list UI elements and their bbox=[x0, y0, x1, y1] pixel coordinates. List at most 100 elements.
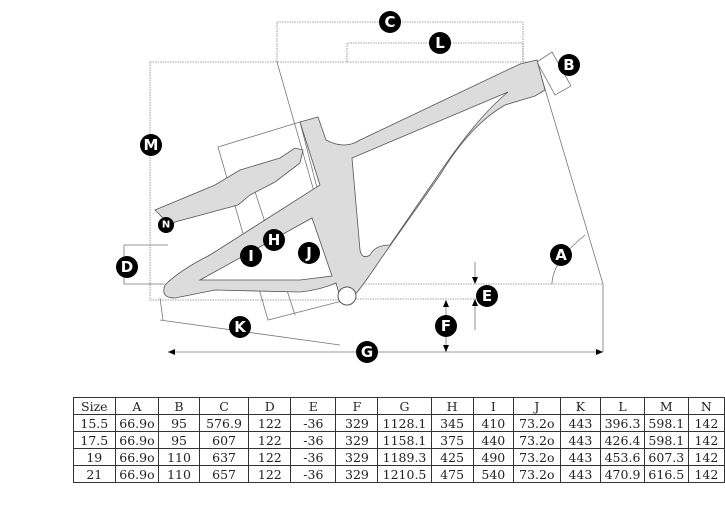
column-header: C bbox=[198, 397, 250, 415]
table-cell: 375 bbox=[430, 431, 474, 449]
table-cell: 607.3 bbox=[643, 448, 689, 466]
column-header: H bbox=[430, 397, 474, 415]
column-header: L bbox=[600, 397, 645, 415]
table-cell: 66.9o bbox=[114, 465, 160, 483]
svg-text:C: C bbox=[384, 13, 395, 31]
table-cell: 73.2o bbox=[513, 431, 561, 449]
table-cell: -36 bbox=[290, 431, 337, 449]
svg-text:F: F bbox=[441, 317, 451, 335]
svg-text:A: A bbox=[555, 246, 567, 264]
table-cell: 66.9o bbox=[114, 414, 160, 432]
table-cell: 329 bbox=[335, 431, 379, 449]
table-cell: 66.9o bbox=[114, 448, 160, 466]
table-cell: 475 bbox=[430, 465, 474, 483]
table-cell: 122 bbox=[248, 414, 292, 432]
badge-d: D bbox=[116, 256, 138, 278]
table-cell: 425 bbox=[430, 448, 474, 466]
table-cell: 15.5 bbox=[73, 414, 116, 432]
table-cell: 66.9o bbox=[114, 431, 160, 449]
table-cell: 637 bbox=[198, 448, 250, 466]
table-cell: 122 bbox=[248, 431, 292, 449]
badge-g: G bbox=[356, 341, 378, 363]
table-cell: 598.1 bbox=[643, 431, 689, 449]
table-cell: 142 bbox=[687, 448, 725, 466]
table-cell: 1128.1 bbox=[377, 414, 432, 432]
svg-text:M: M bbox=[144, 136, 159, 154]
table-cell: 329 bbox=[335, 448, 379, 466]
badge-i: I bbox=[240, 245, 262, 267]
table-cell: 1210.5 bbox=[377, 465, 432, 483]
table-cell: 329 bbox=[335, 465, 379, 483]
column-header: G bbox=[377, 397, 432, 415]
table-cell: 345 bbox=[430, 414, 474, 432]
table-cell: 443 bbox=[559, 448, 602, 466]
svg-text:D: D bbox=[121, 258, 133, 276]
svg-text:J: J bbox=[305, 244, 312, 262]
table-cell: 73.2o bbox=[513, 448, 561, 466]
table-cell: 17.5 bbox=[73, 431, 116, 449]
badge-h: H bbox=[263, 229, 285, 251]
svg-text:E: E bbox=[482, 287, 492, 305]
table-cell: 453.6 bbox=[600, 448, 645, 466]
column-header: K bbox=[559, 397, 602, 415]
table-cell: 122 bbox=[248, 448, 292, 466]
table-cell: -36 bbox=[290, 465, 337, 483]
table-cell: -36 bbox=[290, 414, 337, 432]
table-cell: 443 bbox=[559, 414, 602, 432]
badge-l: L bbox=[429, 32, 451, 54]
table-cell: 1189.3 bbox=[377, 448, 432, 466]
table-cell: 540 bbox=[472, 465, 515, 483]
frame-geometry-diagram: C L B M N H I J A D E F K G bbox=[116, 11, 604, 363]
badge-c: C bbox=[379, 11, 401, 33]
table-cell: 490 bbox=[472, 448, 515, 466]
table-cell: 443 bbox=[559, 465, 602, 483]
table-cell: 443 bbox=[559, 431, 602, 449]
table-cell: 470.9 bbox=[600, 465, 645, 483]
table-cell: 21 bbox=[73, 465, 116, 483]
badge-a: A bbox=[550, 244, 572, 266]
svg-text:G: G bbox=[361, 343, 373, 361]
column-header: J bbox=[513, 397, 561, 415]
table-cell: 95 bbox=[158, 414, 200, 432]
table-cell: 142 bbox=[687, 414, 725, 432]
table-cell: 110 bbox=[158, 448, 200, 466]
column-header: D bbox=[248, 397, 292, 415]
svg-text:K: K bbox=[234, 318, 247, 336]
badge-k: K bbox=[229, 316, 251, 338]
table-cell: -36 bbox=[290, 448, 337, 466]
table-cell: 329 bbox=[335, 414, 379, 432]
column-header: A bbox=[114, 397, 160, 415]
svg-text:N: N bbox=[162, 220, 170, 231]
svg-text:H: H bbox=[268, 231, 281, 249]
table-cell: 142 bbox=[687, 465, 725, 483]
badge-f: F bbox=[435, 315, 457, 337]
table-cell: 440 bbox=[472, 431, 515, 449]
table-cell: 1158.1 bbox=[377, 431, 432, 449]
table-cell: 657 bbox=[198, 465, 250, 483]
table-cell: 95 bbox=[158, 431, 200, 449]
column-header: M bbox=[643, 397, 689, 415]
badge-m: M bbox=[140, 134, 162, 156]
column-header: N bbox=[687, 397, 725, 415]
table-cell: 410 bbox=[472, 414, 515, 432]
table-cell: 616.5 bbox=[643, 465, 689, 483]
table-cell: 576.9 bbox=[198, 414, 250, 432]
badge-e: E bbox=[476, 285, 498, 307]
table-cell: 426.4 bbox=[600, 431, 645, 449]
column-header: B bbox=[158, 397, 200, 415]
svg-text:I: I bbox=[248, 247, 254, 265]
column-header: Size bbox=[73, 397, 116, 415]
badge-n: N bbox=[158, 217, 174, 233]
table-cell: 122 bbox=[248, 465, 292, 483]
table-cell: 73.2o bbox=[513, 465, 561, 483]
table-cell: 598.1 bbox=[643, 414, 689, 432]
table-cell: 396.3 bbox=[600, 414, 645, 432]
column-header: E bbox=[290, 397, 337, 415]
column-header: F bbox=[335, 397, 379, 415]
